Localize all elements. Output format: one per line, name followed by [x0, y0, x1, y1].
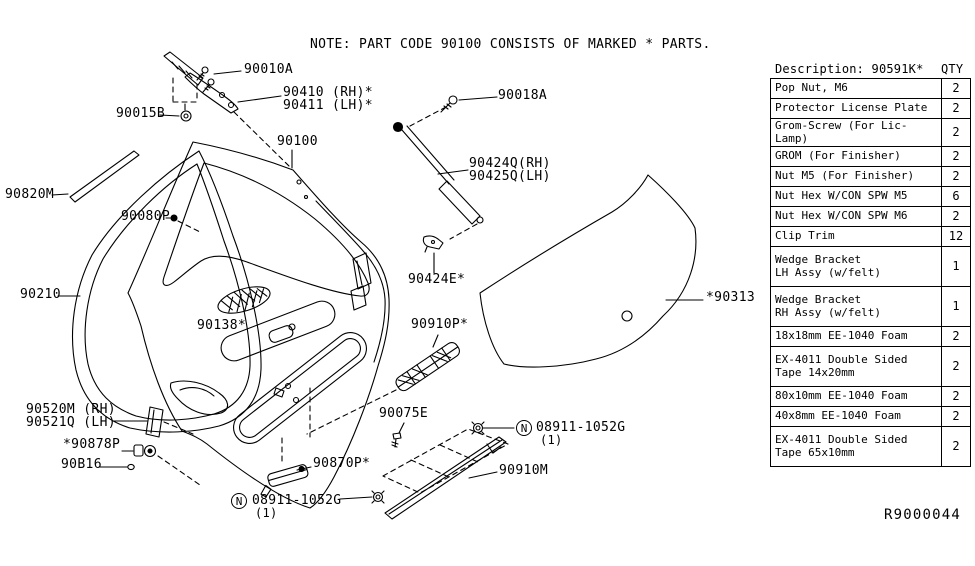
weatherstrip-outline	[71, 150, 262, 433]
hex-nut-upper	[471, 421, 485, 435]
table-row: Nut M5 (For Finisher)2	[770, 166, 971, 187]
back-window-glass	[479, 174, 697, 368]
part-qty: 2	[941, 406, 971, 427]
part-label-90878P: *90878P	[63, 437, 121, 452]
table-description-header: Description: 90591K*	[775, 62, 924, 76]
part-description: 80x10mm EE-1040 Foam	[770, 386, 942, 407]
part-label-90018A: 90018A	[498, 88, 548, 103]
strut-bracket	[422, 235, 444, 253]
part-label-90B16: 90B16	[61, 457, 102, 472]
part-qty: 1	[941, 246, 971, 287]
part-qty: 2	[941, 326, 971, 347]
part-description: Nut Hex W/CON SPW M5	[770, 186, 942, 207]
small-grommet	[127, 463, 135, 471]
part-description: EX-4011 Double Sided Tape 65x10mm	[770, 426, 942, 467]
part-label-90910P: 90910P*	[411, 317, 469, 332]
table-row: Wedge Bracket LH Assy (w/felt)1	[770, 246, 971, 287]
part-label-90080P: 90080P	[121, 209, 171, 224]
part-qty: 2	[941, 386, 971, 407]
part-label-90138: 90138*	[197, 318, 247, 333]
part-description: GROM (For Finisher)	[770, 146, 942, 167]
table-row: Wedge Bracket RH Assy (w/felt)1	[770, 286, 971, 327]
part-label-90313: *90313	[706, 290, 756, 305]
drawing-number: R9000044	[884, 507, 962, 523]
part-label-90410-90411: 90410 (RH)* 90411 (LH)*	[283, 85, 373, 113]
table-row: GROM (For Finisher)2	[770, 146, 971, 167]
fastener-symbol-circle-upper: N	[516, 420, 532, 436]
fastener-count-upper: (1)	[540, 433, 563, 447]
part-qty: 2	[941, 426, 971, 467]
leader-lines	[51, 70, 704, 500]
part-description: Nut M5 (For Finisher)	[770, 166, 942, 187]
part-label-90820M: 90820M	[5, 187, 55, 202]
part-qty: 6	[941, 186, 971, 207]
gas-strut	[392, 121, 484, 225]
fastener-code-upper: 08911-1052G	[536, 420, 626, 435]
vent-grille	[217, 286, 271, 314]
part-description: EX-4011 Double Sided Tape 14x20mm	[770, 346, 942, 387]
part-qty: 2	[941, 78, 971, 99]
part-description: Pop Nut, M6	[770, 78, 942, 99]
part-description: Grom-Screw (For Lic-Lamp)	[770, 118, 942, 147]
hex-nut-lower	[371, 490, 385, 504]
table-row: Grom-Screw (For Lic-Lamp)2	[770, 118, 971, 147]
part-label-90100: 90100	[277, 134, 318, 149]
fastener-count-lower: (1)	[255, 506, 278, 520]
part-qty: 2	[941, 346, 971, 387]
part-qty: 2	[941, 166, 971, 187]
part-description: 18x18mm EE-1040 Foam	[770, 326, 942, 347]
side-protector-strip	[69, 150, 140, 203]
part-label-90910M: 90910M	[499, 463, 549, 478]
part-label-90424Q-90425Q: 90424Q(RH) 90425Q(LH)	[469, 156, 551, 184]
back-door-panel	[127, 141, 390, 509]
part-description: Wedge Bracket LH Assy (w/felt)	[770, 246, 942, 287]
part-qty: 2	[941, 118, 971, 147]
lock-screw	[440, 95, 458, 113]
part-qty: 2	[941, 206, 971, 227]
diagram-note: NOTE: PART CODE 90100 CONSISTS OF MARKED…	[310, 37, 711, 52]
part-label-90075E: 90075E	[379, 406, 429, 421]
part-qty: 2	[941, 98, 971, 119]
plug-dot	[170, 214, 178, 222]
part-qty: 2	[941, 146, 971, 167]
table-qty-header: QTY	[941, 62, 964, 76]
part-description: Protector License Plate	[770, 98, 942, 119]
part-description: Wedge Bracket RH Assy (w/felt)	[770, 286, 942, 327]
part-label-90010A: 90010A	[244, 62, 294, 77]
part-label-90870P: 90870P*	[313, 456, 371, 471]
wedge-bracket	[145, 406, 164, 438]
part-label-90520M-90521Q: 90520M (RH) 90521Q (LH)	[26, 402, 116, 430]
finisher-bracket	[395, 342, 460, 392]
dashed-lines	[157, 77, 509, 494]
grommet-clip	[133, 444, 157, 458]
hinge-assembly	[163, 51, 239, 122]
part-label-90210: 90210	[20, 287, 61, 302]
part-description: Clip Trim	[770, 226, 942, 247]
part-label-90424E: 90424E*	[408, 272, 466, 287]
part-description: Nut Hex W/CON SPW M6	[770, 206, 942, 227]
tailgate-finisher-strip	[384, 436, 507, 520]
part-qty: 1	[941, 286, 971, 327]
part-description: 40x8mm EE-1040 Foam	[770, 406, 942, 427]
fastener-code-lower: 08911-1052G	[252, 493, 342, 508]
part-label-90015B: 90015B	[116, 106, 166, 121]
part-qty: 12	[941, 226, 971, 247]
trim-clip	[391, 432, 402, 448]
fastener-symbol-circle-lower: N	[231, 493, 247, 509]
